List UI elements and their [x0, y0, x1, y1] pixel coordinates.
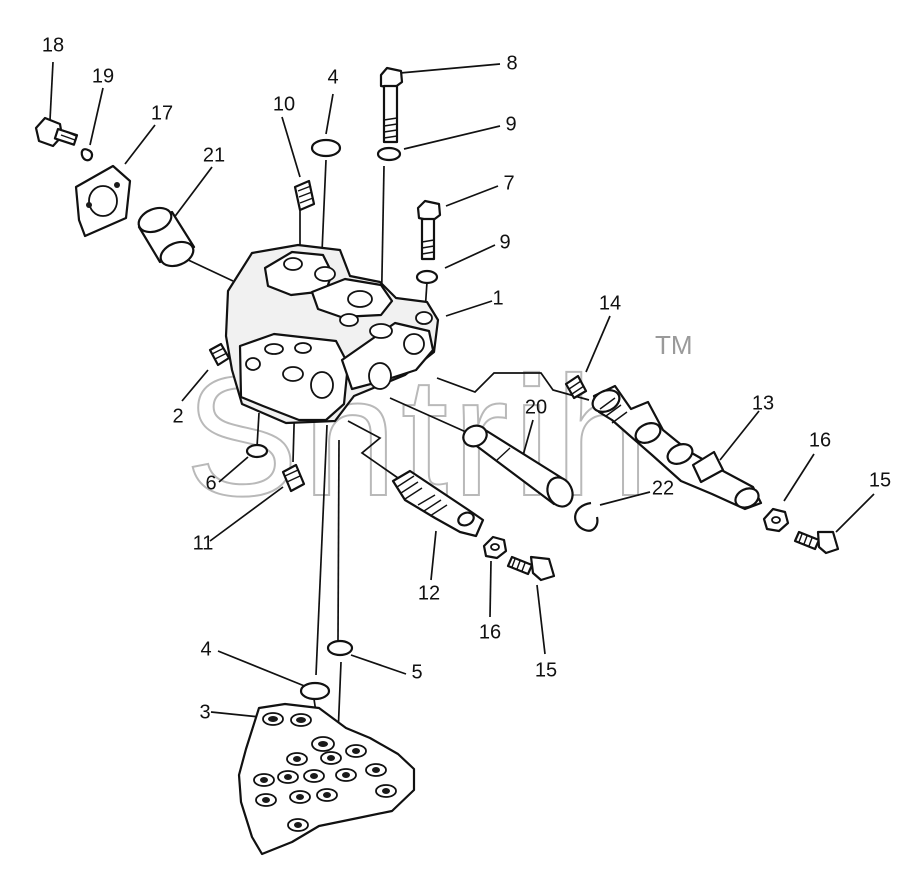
- plug-2: [208, 342, 231, 367]
- o-ring-6: [245, 443, 269, 459]
- plate-3: [237, 702, 416, 856]
- nut-16-right: [762, 507, 790, 533]
- callout-21: 21: [203, 144, 225, 166]
- callout-16-center: 16: [479, 621, 501, 643]
- piston-20: [462, 424, 574, 508]
- callout-7: 7: [503, 172, 514, 194]
- callout-9-upper: 9: [505, 113, 516, 135]
- callout-15-right: 15: [869, 469, 891, 491]
- callout-18: 18: [42, 34, 64, 56]
- spool-12: [391, 469, 485, 538]
- bolt-18: [34, 116, 79, 148]
- callout-19: 19: [92, 65, 114, 87]
- bolt-8: [379, 66, 404, 144]
- o-ring-4-upper: [310, 138, 342, 158]
- snap-ring-22: [574, 501, 599, 532]
- o-ring-4-lower: [299, 681, 331, 701]
- callout-2: 2: [172, 405, 183, 427]
- flange-17: [74, 164, 132, 238]
- callout-16-right: 16: [809, 429, 831, 451]
- screw-15-right: [793, 530, 840, 555]
- washer-19: [80, 148, 94, 162]
- callout-3: 3: [199, 701, 210, 723]
- callout-20: 20: [525, 396, 547, 418]
- callout-17: 17: [151, 102, 173, 124]
- callout-labels: 18 19 17 21 10 4 8 9 7 9 1 14 13 16 15 2…: [42, 34, 891, 723]
- callout-11: 11: [193, 532, 214, 554]
- washer-9-upper: [376, 146, 402, 162]
- spool-13: [591, 384, 763, 511]
- callout-12: 12: [418, 582, 440, 604]
- washer-9-lower: [415, 269, 439, 285]
- plug-11: [281, 463, 306, 493]
- callout-13: 13: [752, 392, 774, 414]
- nut-16-center: [482, 535, 508, 560]
- plug-10: [293, 179, 316, 212]
- callout-9-lower: 9: [499, 231, 510, 253]
- callout-14: 14: [599, 292, 621, 314]
- trademark: TM: [655, 330, 693, 360]
- callout-4-lower: 4: [200, 638, 211, 660]
- callout-15-center: 15: [535, 659, 557, 681]
- sleeve-21: [137, 206, 196, 268]
- leader-lines: [49, 61, 875, 741]
- screw-15-center: [506, 555, 556, 582]
- o-ring-5: [326, 639, 354, 657]
- callout-1: 1: [492, 287, 503, 309]
- callout-4-upper: 4: [327, 66, 338, 88]
- bolt-7: [416, 199, 442, 261]
- callout-10: 10: [273, 93, 295, 115]
- spring-14: [564, 374, 588, 400]
- callout-6: 6: [205, 472, 216, 494]
- callout-8: 8: [506, 52, 517, 74]
- callout-22: 22: [652, 477, 674, 499]
- valve-body-1: [224, 243, 440, 425]
- callout-5: 5: [411, 661, 422, 683]
